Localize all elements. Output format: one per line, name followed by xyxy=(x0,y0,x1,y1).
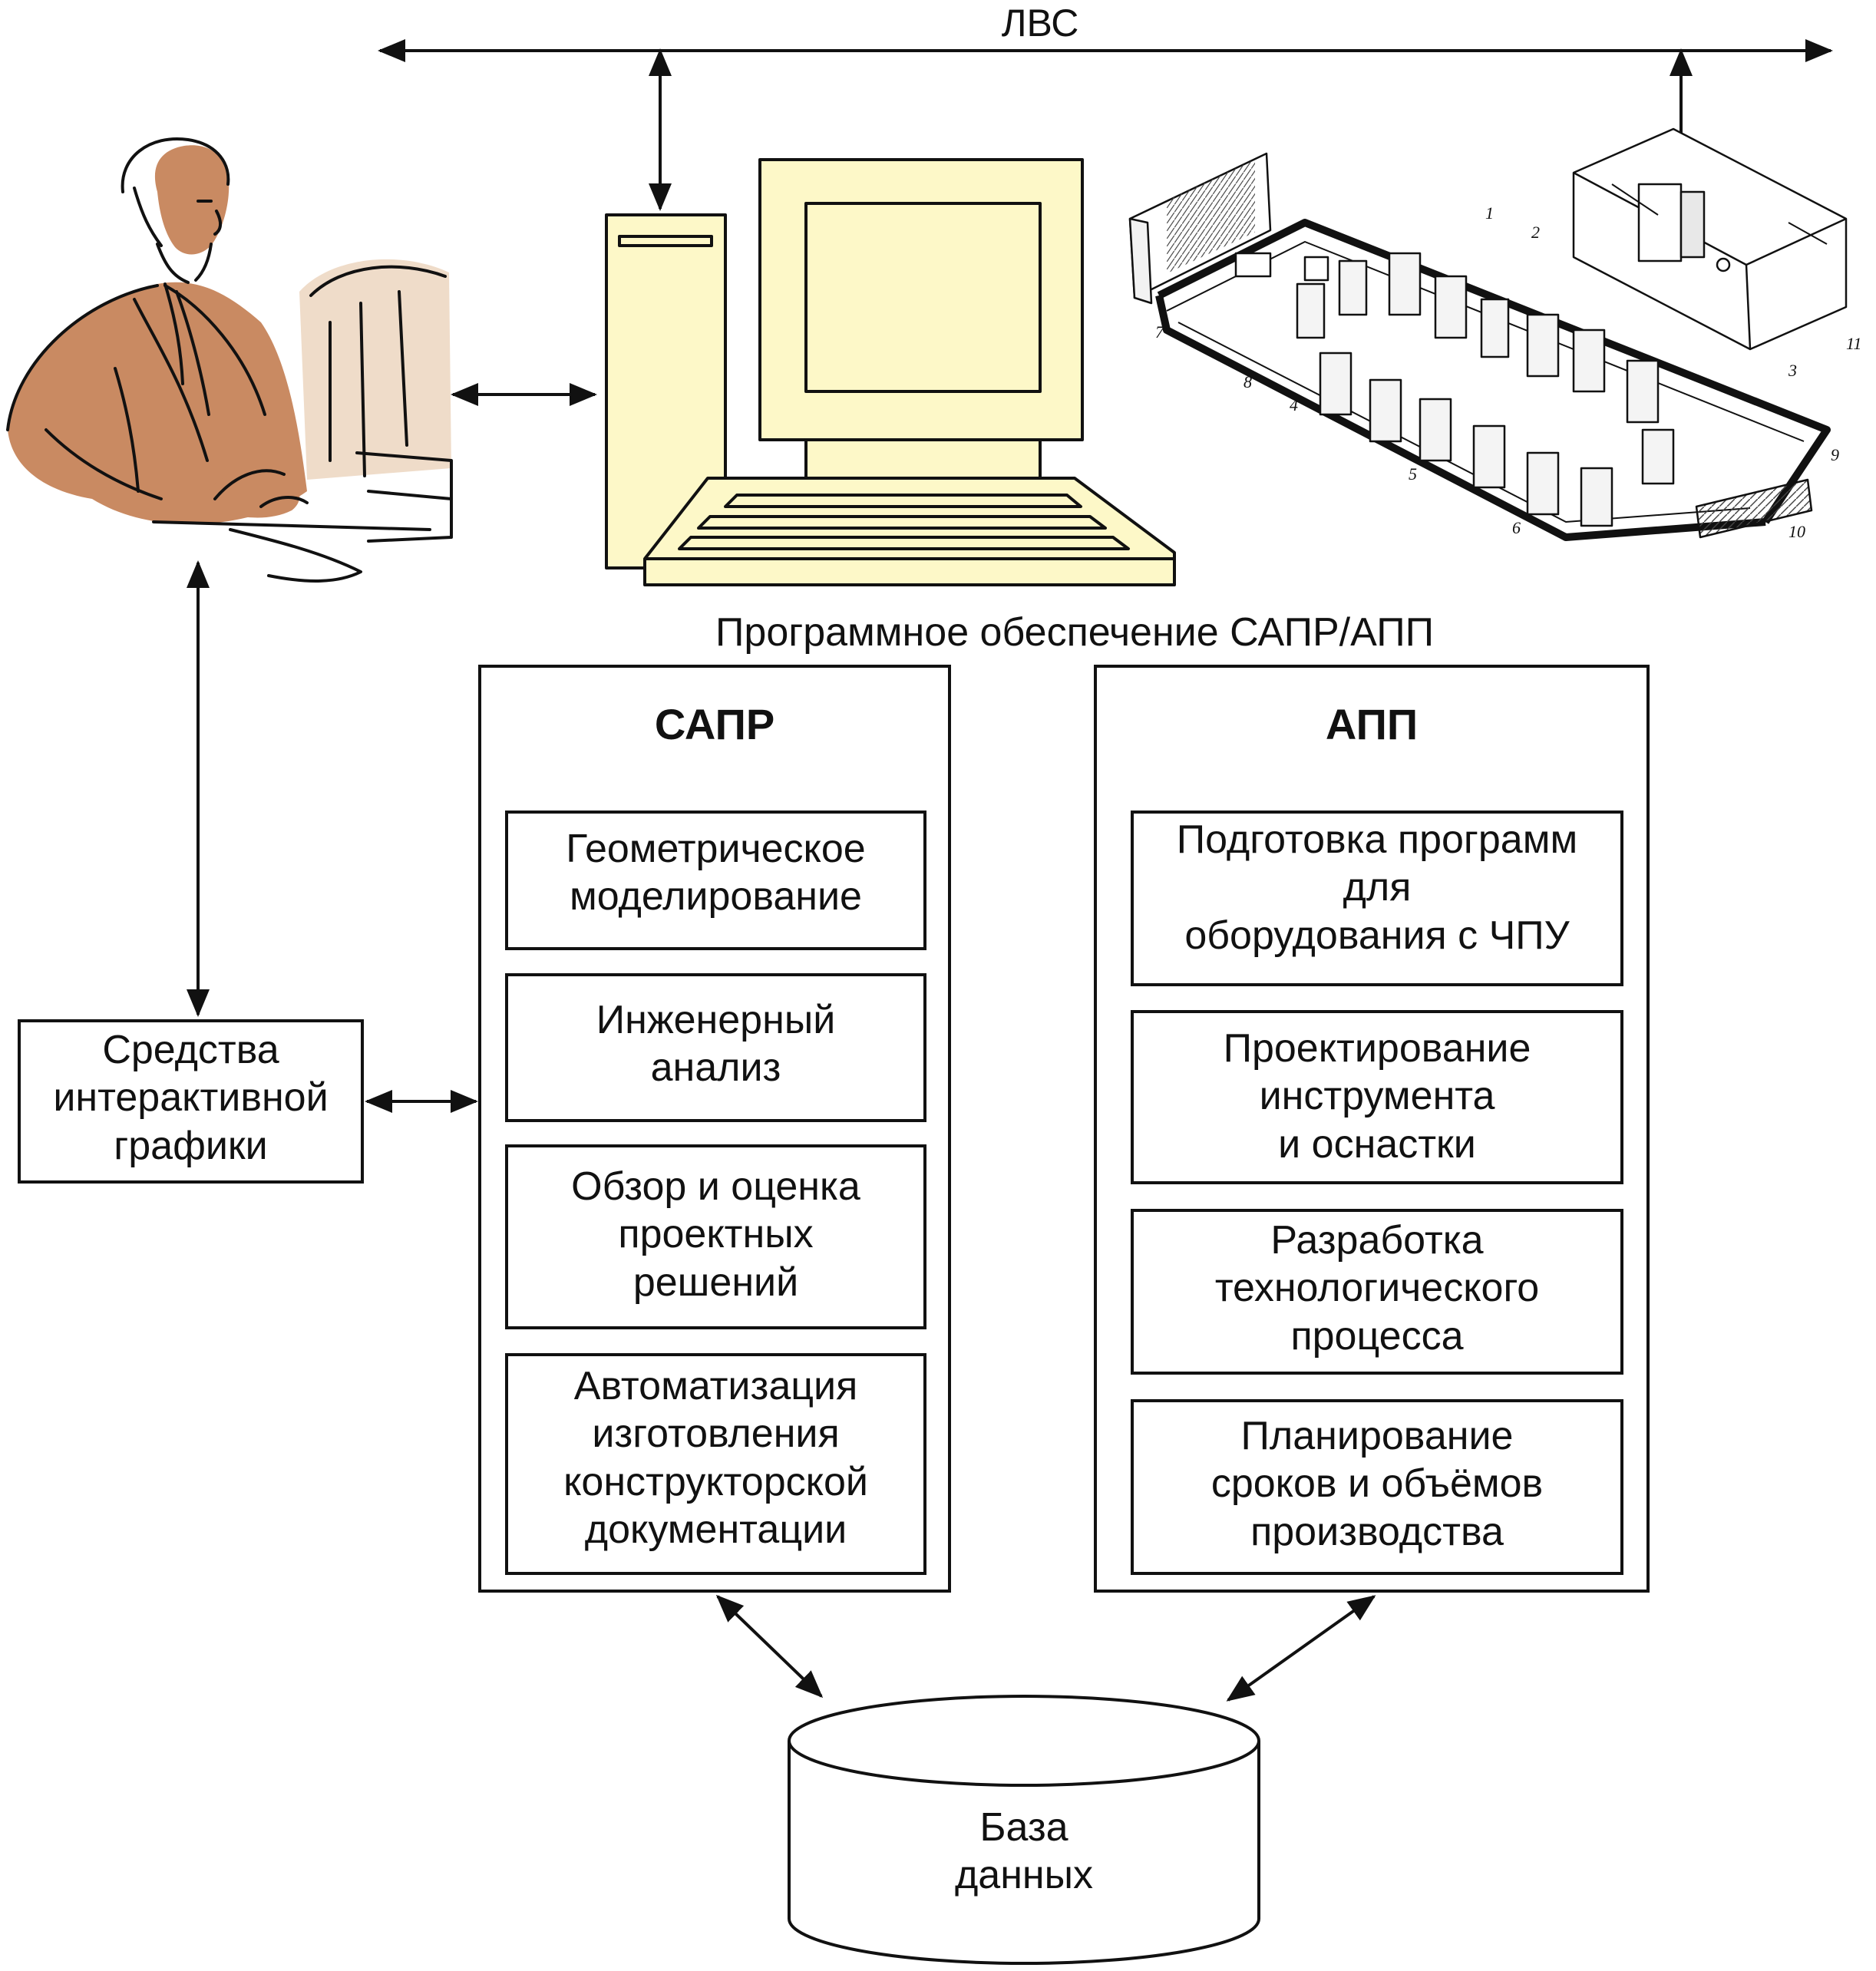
capp-module-box xyxy=(1131,811,1623,986)
flexible-manufacturing-system-icon xyxy=(1128,127,1848,541)
operator-icon xyxy=(6,137,453,583)
plant-number: 4 xyxy=(1290,395,1298,414)
capp-database-arrow xyxy=(1226,1595,1376,1702)
lan-label: ЛВС xyxy=(1001,2,1079,45)
plant-number: 9 xyxy=(1831,445,1839,464)
plant-number: 11 xyxy=(1846,334,1861,353)
cad-module-box xyxy=(505,973,926,1122)
plant-number: 2 xyxy=(1531,223,1540,242)
capp-module-box xyxy=(1131,1209,1623,1375)
cad-module-box xyxy=(505,1353,926,1575)
software-caption: Программное обеспечение САПР/АПП xyxy=(715,610,1434,655)
capp-module-box xyxy=(1131,1010,1623,1184)
plant-number: 3 xyxy=(1788,361,1797,380)
cad-module-box xyxy=(505,1144,926,1329)
plant-number: 5 xyxy=(1409,464,1417,484)
graphics-box xyxy=(18,1019,364,1184)
plant-numbers: 1 2 3 4 5 6 7 8 9 10 11 xyxy=(1155,203,1861,541)
database-cylinder-icon xyxy=(788,1695,1260,1965)
plant-number: 6 xyxy=(1512,518,1521,537)
plant-number: 8 xyxy=(1244,372,1252,391)
cad-title: САПР xyxy=(654,700,775,748)
plant-number: 7 xyxy=(1155,322,1164,342)
plant-number: 1 xyxy=(1485,203,1494,223)
cad-module-box xyxy=(505,811,926,950)
capp-title: АПП xyxy=(1325,700,1419,748)
plant-number: 10 xyxy=(1788,522,1805,541)
desktop-computer-icon xyxy=(605,158,1176,586)
capp-module-box xyxy=(1131,1399,1623,1575)
cad-database-arrow xyxy=(715,1594,824,1699)
